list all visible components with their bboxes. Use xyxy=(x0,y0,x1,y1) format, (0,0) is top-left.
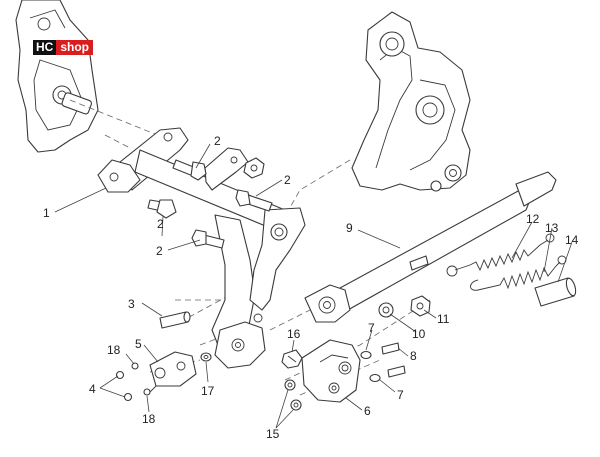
nut-11 xyxy=(410,295,431,317)
pin-3 xyxy=(159,311,191,329)
callout-13: 13 xyxy=(545,221,559,235)
frame-bracket-left xyxy=(15,0,99,153)
callout-17: 17 xyxy=(201,384,215,398)
sleeve-14 xyxy=(534,277,577,307)
callout-1: 1 xyxy=(43,206,50,220)
screw-4-a xyxy=(115,370,125,380)
callout-9: 9 xyxy=(346,221,353,235)
logo-hc-text: HC xyxy=(33,40,57,55)
callout-2-top: 2 xyxy=(214,134,221,148)
bolt-2-right xyxy=(235,189,273,212)
sidestand-switch-5 xyxy=(149,351,197,393)
callout-labels: 1 2 2 2 2 3 4 5 6 7 7 8 9 10 11 12 13 14… xyxy=(43,134,579,441)
screw-8-upper xyxy=(381,342,400,355)
callout-3: 3 xyxy=(128,297,135,311)
nut-2-top xyxy=(243,157,265,179)
stand-bracket xyxy=(97,127,306,369)
spring-12 xyxy=(446,233,555,277)
callout-4: 4 xyxy=(89,382,96,396)
callout-10: 10 xyxy=(412,327,426,341)
washer-10 xyxy=(378,302,394,318)
callout-16: 16 xyxy=(287,327,301,341)
washer-7-upper xyxy=(360,350,372,360)
washer-18-a xyxy=(131,362,139,370)
callout-2-right: 2 xyxy=(284,173,291,187)
callout-2-lower: 2 xyxy=(156,244,163,258)
bolt-2-upper xyxy=(172,159,207,181)
callout-5: 5 xyxy=(135,337,142,351)
callout-8: 8 xyxy=(410,349,417,363)
callout-14: 14 xyxy=(565,233,579,247)
clip-16 xyxy=(281,349,303,369)
callout-2-left: 2 xyxy=(157,217,164,231)
washer-7-lower xyxy=(369,373,381,383)
washer-15-b xyxy=(290,399,302,411)
callout-7-lower: 7 xyxy=(397,388,404,402)
callout-15: 15 xyxy=(266,427,280,441)
washer-17 xyxy=(200,352,212,362)
bolt-2-lower xyxy=(191,229,225,249)
washer-15-a xyxy=(284,379,296,391)
bolt-2-left xyxy=(147,199,177,219)
sensor-bracket-6 xyxy=(301,339,361,403)
callout-18-lower: 18 xyxy=(142,412,156,426)
callout-18-upper: 18 xyxy=(107,343,121,357)
callout-6: 6 xyxy=(364,404,371,418)
callout-12: 12 xyxy=(526,212,540,226)
frame-bracket-right xyxy=(351,11,471,192)
screw-8-lower xyxy=(387,365,406,378)
side-stand-9 xyxy=(304,171,557,323)
screw-4-b xyxy=(123,392,133,402)
washer-18-b xyxy=(143,388,151,396)
callout-7-upper: 7 xyxy=(368,321,375,335)
leader-lines xyxy=(54,143,573,429)
callout-11: 11 xyxy=(437,312,450,326)
logo-shop-text: shop xyxy=(56,40,94,55)
